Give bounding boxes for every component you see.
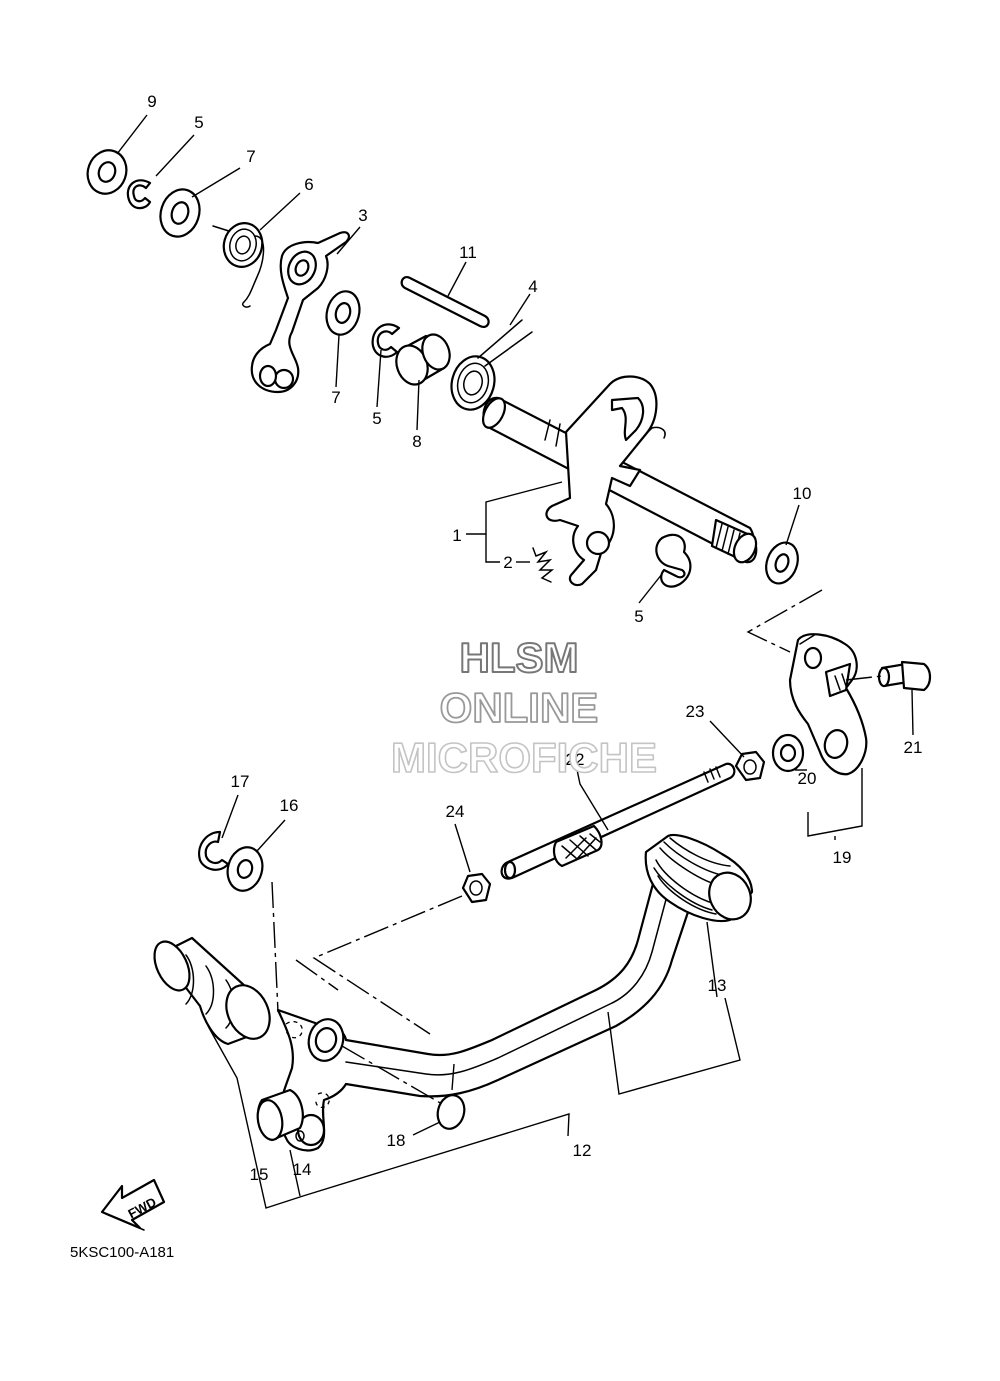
assembly-lines [271,589,883,1105]
watermark-line-1: HLSM [460,634,579,681]
callout-5-upper: 5 [194,113,203,132]
callout-7-middle: 7 [331,388,340,407]
callout-17: 17 [231,772,250,791]
callout-24: 24 [446,802,465,821]
nut-part-23[interactable] [734,750,766,782]
callout-2: 2 [503,553,512,572]
forward-arrow-icon: FWD [100,1178,166,1231]
callout-11: 11 [459,243,477,262]
callout-labels: 9 5 7 6 3 11 4 7 5 8 1 2 5 10 21 23 22 2… [147,92,922,1184]
callout-5-middle: 5 [372,409,381,428]
callout-8: 8 [412,432,421,451]
callout-3: 3 [358,206,367,225]
callout-16: 16 [280,796,299,815]
callout-22: 22 [566,750,585,769]
washer-part-9[interactable] [82,145,133,199]
callout-19: 19 [833,848,852,867]
spring-part-2[interactable] [532,547,555,583]
callout-21: 21 [904,738,923,757]
watermark-line-2: ONLINE [440,684,599,731]
stopper-lever-part-3[interactable] [250,231,350,394]
callout-1: 1 [452,526,461,545]
diagram-code: 5KSC100-A181 [70,1244,174,1261]
callout-9: 9 [147,92,156,111]
watermark-line-3: MICROFICHE [391,734,657,781]
callout-7-upper: 7 [246,147,255,166]
pivot-bolt-part-14[interactable] [295,1130,305,1142]
shift-rod-part-22[interactable] [500,762,736,880]
callout-5-lower: 5 [634,607,643,626]
torsion-spring-part-6[interactable] [212,219,267,308]
shift-arm-part-19[interactable] [788,633,868,776]
circlip-part-5-lower[interactable] [655,533,692,588]
leader-lines [116,114,914,1209]
washer-part-7-middle[interactable] [322,288,364,339]
callout-13: 13 [708,976,727,995]
collar-part-8[interactable] [391,331,454,389]
callout-15: 15 [250,1165,269,1184]
callout-20: 20 [798,769,817,788]
callout-10: 10 [793,484,812,503]
circlip-part-5-middle[interactable] [371,323,401,358]
bushing-part-20[interactable] [771,733,805,773]
callout-4: 4 [528,277,537,296]
circlip-part-17[interactable] [198,830,230,871]
rubber-part-15[interactable] [147,936,278,1046]
washer-part-7-upper[interactable] [155,184,206,241]
nut-part-24[interactable] [461,872,492,904]
rubber-part-13[interactable] [644,833,759,926]
callout-12: 12 [573,1141,592,1160]
bolt-part-21[interactable] [877,660,932,692]
shift-pedal-part-12[interactable] [255,868,699,1152]
washer-part-16[interactable] [223,843,267,894]
shift-shaft-part-1[interactable] [479,375,761,587]
watermark: HLSM ONLINE MICROFICHE [390,633,658,782]
pin-part-11[interactable] [400,276,490,328]
washer-part-10[interactable] [761,538,804,588]
torsion-spring-part-4[interactable] [446,319,533,415]
washer-part-18[interactable] [434,1092,468,1132]
callout-18: 18 [387,1131,406,1150]
circlip-part-5-upper[interactable] [126,179,152,210]
callout-14: 14 [293,1160,312,1179]
callout-23: 23 [686,702,705,721]
callout-6: 6 [304,175,313,194]
